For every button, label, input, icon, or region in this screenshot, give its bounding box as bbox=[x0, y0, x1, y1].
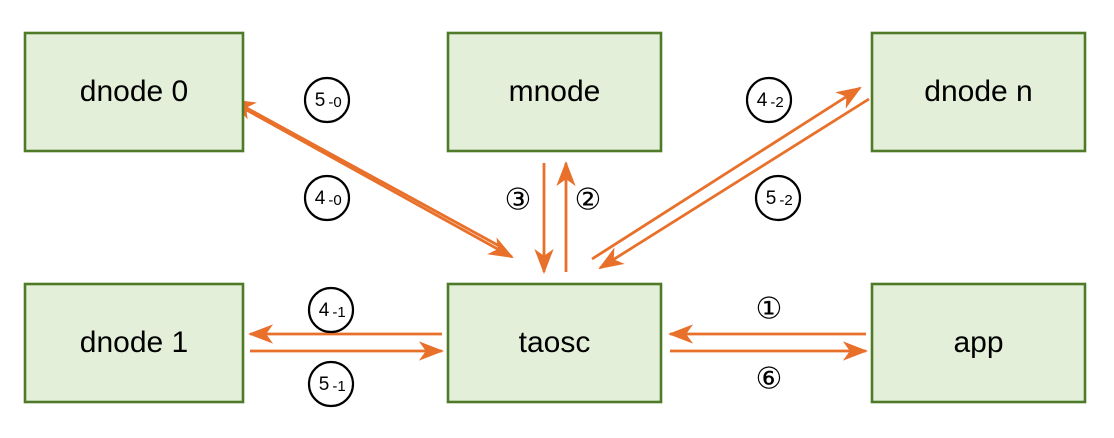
node-label: taosc bbox=[519, 326, 591, 359]
badge-number: 5 bbox=[315, 90, 326, 111]
badge-number: 4 bbox=[757, 90, 768, 111]
node-dnoden[interactable]: dnode n bbox=[870, 31, 1087, 153]
badge-suffix: -2 bbox=[770, 94, 783, 111]
badge-suffix: -2 bbox=[779, 192, 792, 209]
node-label: app bbox=[953, 326, 1003, 359]
badge-suffix: -1 bbox=[332, 378, 345, 395]
badge-suffix: -0 bbox=[328, 94, 341, 111]
badge-glyph: ② bbox=[575, 183, 602, 218]
node-box bbox=[23, 31, 245, 153]
edge-label-b6: ⑥ bbox=[756, 362, 783, 397]
node-dnode0[interactable]: dnode 0 bbox=[23, 31, 245, 153]
edge-label-b5-1: 5-1 bbox=[307, 360, 355, 408]
edge-label-b4-0: 4-0 bbox=[303, 174, 351, 222]
edge-label-b2: ② bbox=[575, 183, 602, 218]
badge-number: 5 bbox=[766, 188, 777, 209]
node-box bbox=[446, 282, 663, 404]
node-mnode[interactable]: mnode bbox=[446, 31, 663, 153]
badge-glyph: ⑥ bbox=[756, 362, 783, 397]
node-label: dnode 1 bbox=[80, 326, 188, 359]
badge-circle bbox=[307, 286, 355, 334]
badge-number: 4 bbox=[315, 188, 326, 209]
badge-circle bbox=[307, 360, 355, 408]
badge-suffix: -1 bbox=[332, 304, 345, 321]
node-box bbox=[870, 282, 1087, 404]
edge-label-b5-2: 5-2 bbox=[754, 174, 802, 222]
edge-label-b4-2: 4-2 bbox=[745, 76, 793, 124]
edge-e4-2 bbox=[591, 86, 862, 261]
node-label: mnode bbox=[509, 75, 601, 108]
edges-layer bbox=[230, 86, 870, 361]
edge-e5-0 bbox=[230, 98, 504, 250]
node-box bbox=[23, 282, 245, 404]
node-dnode1[interactable]: dnode 1 bbox=[23, 282, 245, 404]
badge-circle bbox=[754, 174, 802, 222]
node-app[interactable]: app bbox=[870, 282, 1087, 404]
node-label: dnode 0 bbox=[80, 75, 188, 108]
edge-e5-2 bbox=[598, 97, 870, 270]
badge-suffix: -0 bbox=[328, 192, 341, 209]
badge-number: 5 bbox=[319, 374, 330, 395]
badge-glyph: ③ bbox=[505, 183, 532, 218]
edge-label-b5-0: 5-0 bbox=[303, 76, 351, 124]
edge-label-b3: ③ bbox=[505, 183, 532, 218]
badge-number: 4 bbox=[319, 300, 330, 321]
edge-e4-0 bbox=[242, 106, 514, 259]
node-taosc[interactable]: taosc bbox=[446, 282, 663, 404]
edge-label-b1: ① bbox=[756, 292, 783, 327]
badge-circle bbox=[303, 174, 351, 222]
badge-circle bbox=[303, 76, 351, 124]
badge-circle bbox=[745, 76, 793, 124]
node-box bbox=[870, 31, 1087, 153]
node-label: dnode n bbox=[924, 75, 1032, 108]
node-box bbox=[446, 31, 663, 153]
edge-label-b4-1: 4-1 bbox=[307, 286, 355, 334]
badge-glyph: ① bbox=[756, 292, 783, 327]
nodes-layer: dnode 0 mnode dnode n dnode 1 taosc app bbox=[23, 31, 1087, 404]
